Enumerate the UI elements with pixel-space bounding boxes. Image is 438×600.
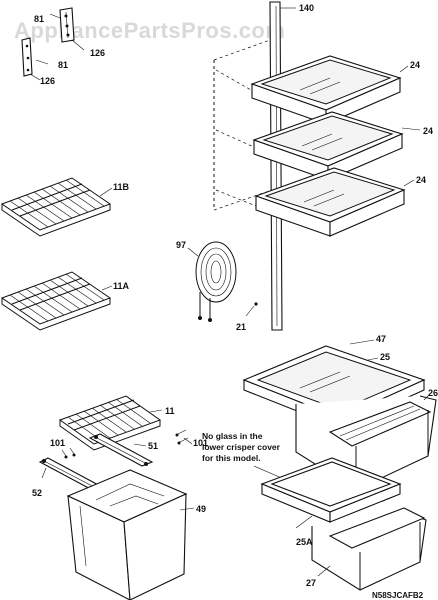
callout-97: 97: [176, 240, 186, 250]
shelf-bracket-part: [21, 7, 85, 81]
note-line-1: No glass in the: [202, 431, 263, 441]
callout-126-bottom: 126: [40, 76, 55, 86]
callout-25: 25: [380, 352, 390, 362]
callout-24-top: 24: [410, 60, 420, 70]
callout-52: 52: [32, 488, 42, 498]
callout-51: 51: [148, 441, 158, 451]
note-line-2: lower crisper cover: [202, 442, 281, 452]
glass-shelf-24-bottom: [254, 167, 406, 237]
wire-shelf-11b: [0, 177, 112, 237]
callout-47: 47: [376, 334, 386, 344]
callout-26: 26: [428, 388, 438, 398]
watermark-text: AppliancePartsPros.com: [14, 18, 285, 43]
callout-49: 49: [196, 504, 206, 514]
crisper-drawer-27: [311, 507, 427, 591]
diagram-code: N58SJCAFB2: [372, 591, 424, 600]
screws-101-left: [61, 447, 76, 459]
coil-part-97: [187, 241, 237, 322]
wire-shelf-11: [58, 395, 162, 451]
note-line-3: for this model.: [202, 453, 261, 463]
callout-101-left: 101: [50, 438, 65, 448]
callout-25a: 25A: [296, 537, 313, 547]
dashed-support-lines: [213, 39, 273, 211]
glass-shelf-24-middle: [252, 111, 404, 181]
callout-27: 27: [306, 578, 316, 588]
slide-rail-51: [88, 433, 154, 467]
callout-81-bottom: 81: [58, 60, 68, 70]
wire-shelf-11a: [0, 271, 112, 331]
callout-140: 140: [299, 3, 314, 13]
screws-101-right: [175, 429, 193, 445]
callout-81-top: 81: [34, 14, 44, 24]
callout-11: 11: [165, 406, 175, 416]
callout-24-bottom: 24: [416, 175, 426, 185]
callout-101-right: 101: [193, 438, 208, 448]
glass-shelf-24-top: [250, 55, 402, 125]
callout-24-middle: 24: [423, 126, 433, 136]
screw-21: [245, 302, 258, 317]
storage-bin-49: [66, 469, 188, 600]
crisper-cover-25a: [260, 457, 402, 523]
callout-21: 21: [236, 322, 246, 332]
callout-11a: 11A: [113, 281, 130, 291]
callout-11b: 11B: [113, 182, 130, 192]
callout-126-top: 126: [90, 48, 105, 58]
